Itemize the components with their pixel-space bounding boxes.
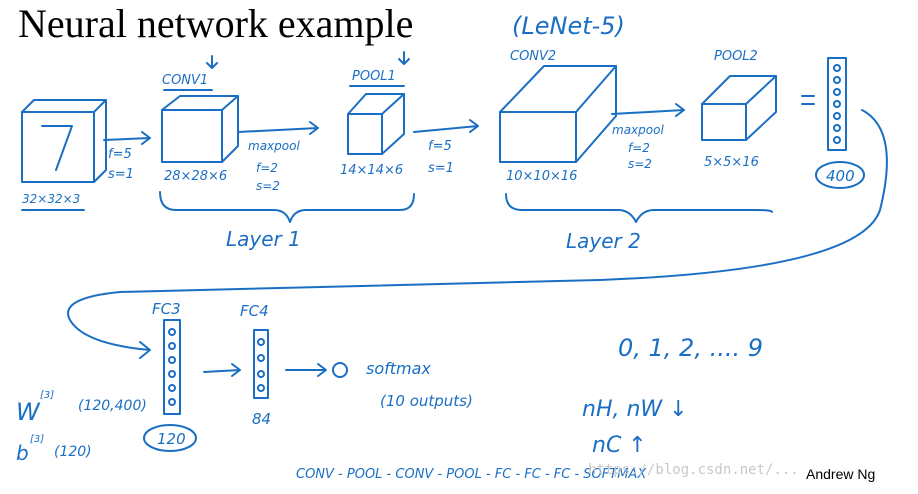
pool1-cube: [347, 93, 405, 155]
conv2-s: s=1: [428, 161, 454, 176]
fc3-size: 120: [157, 430, 186, 448]
flattened-vector: [827, 57, 847, 151]
b3-shape: (120): [54, 444, 92, 460]
fc4-size: 84: [252, 410, 271, 428]
pipeline-label: CONV - POOL - CONV - POOL - FC - FC - FC…: [296, 467, 647, 482]
w3-shape: (120,400): [78, 398, 147, 414]
conv1-f: f=5: [108, 147, 132, 162]
maxpool2-s: s=2: [628, 157, 652, 171]
arrow-fc4: [203, 363, 241, 377]
input-size-label: 32×32×3: [22, 192, 80, 206]
flat-size-circle: [815, 161, 865, 189]
fc3-size-circle: [143, 424, 197, 452]
fc4-vector: [253, 329, 269, 399]
equals-sign: [801, 95, 815, 105]
flatten-to-fc3-arrow: [67, 109, 888, 359]
softmax-label: softmax: [366, 359, 431, 378]
arrow-conv2: [413, 119, 479, 133]
b3-superscript: [3]: [30, 434, 44, 445]
arrow-conv1: [103, 131, 151, 145]
softmax-outputs: (10 outputs): [380, 392, 473, 410]
slide-title: Neural network example: [18, 1, 414, 46]
conv2-label: CONV2: [510, 49, 556, 64]
layer2-label: Layer 2: [566, 229, 641, 253]
credit-label: Andrew Ng: [806, 466, 876, 482]
nc-label: nC ↑: [592, 433, 647, 458]
layer1-label: Layer 1: [226, 227, 301, 251]
layer2-brace: [505, 193, 773, 223]
arrow-softmax: [285, 363, 327, 377]
pool1-label: POOL1: [352, 69, 396, 84]
input-image-box: [21, 99, 107, 183]
watermark: https://blog.csdn.net/...: [588, 462, 799, 478]
conv2-size: 10×10×16: [506, 169, 577, 184]
pool1-size: 14×14×6: [340, 163, 403, 178]
conv1-size: 28×28×6: [164, 169, 227, 184]
flat-size: 400: [826, 167, 855, 185]
maxpool1-s: s=2: [256, 179, 280, 193]
fc3-vector: [163, 319, 181, 415]
pool1-down-arrow: [398, 51, 410, 65]
w3-symbol: W: [16, 398, 41, 426]
softmax-node: [332, 362, 348, 378]
maxpool1-label: maxpool: [248, 139, 300, 153]
conv1-cube: [161, 95, 239, 163]
digits-label: 0, 1, 2, .... 9: [618, 334, 763, 362]
lenet-label: (LeNet-5): [512, 12, 625, 40]
arrow-maxpool1: [237, 121, 319, 135]
pool2-label: POOL2: [714, 49, 758, 64]
b3-symbol: b: [16, 441, 29, 465]
maxpool2-f: f=2: [628, 141, 650, 155]
nh-nw-label: nH, nW ↓: [582, 397, 688, 422]
conv2-f: f=5: [428, 139, 452, 154]
arrow-maxpool2: [611, 103, 685, 117]
maxpool1-f: f=2: [256, 161, 278, 175]
maxpool2-label: maxpool: [612, 123, 664, 137]
conv1-label: CONV1: [162, 73, 208, 88]
fc3-label: FC3: [152, 300, 181, 318]
conv1-s: s=1: [108, 167, 134, 182]
pool2-cube: [701, 75, 777, 141]
conv2-cube: [499, 65, 617, 163]
conv1-down-arrow: [206, 55, 218, 69]
fc4-label: FC4: [240, 302, 269, 320]
pool2-size: 5×5×16: [704, 155, 759, 170]
w3-superscript: [3]: [40, 390, 54, 401]
layer1-brace: [159, 191, 415, 223]
